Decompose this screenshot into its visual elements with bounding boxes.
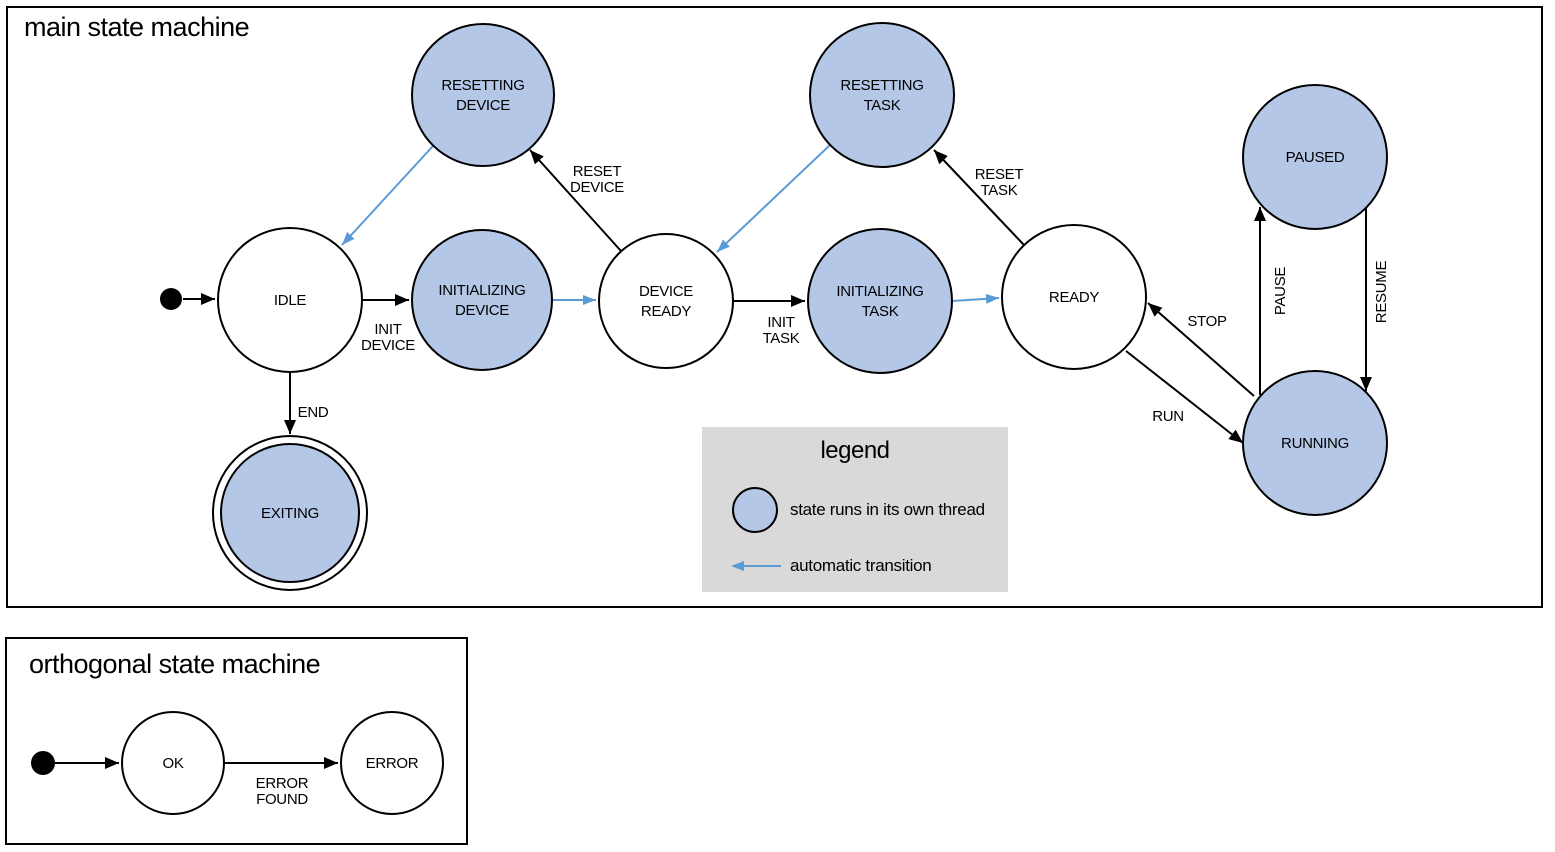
state-label-ready: READY xyxy=(1049,289,1099,306)
state-idle xyxy=(217,227,363,373)
state-label-idle: IDLE xyxy=(274,292,306,309)
legend-threaded-label: state runs in its own thread xyxy=(790,500,985,519)
initial-state-marker xyxy=(31,751,55,775)
transition-auto-idle xyxy=(341,145,434,246)
transition-label-pause: PAUSE xyxy=(1272,267,1289,316)
state-error xyxy=(340,711,444,815)
legend-panel: legend state runs in its own thread auto… xyxy=(702,427,1008,592)
state-ready xyxy=(1001,224,1147,370)
state-exiting xyxy=(220,443,360,583)
state-label-ok: OK xyxy=(162,755,183,772)
state-label-paused: PAUSED xyxy=(1286,149,1345,166)
state-initializing-task xyxy=(807,228,953,374)
transition-reset-task xyxy=(933,149,1025,246)
automatic-transition-arrow-icon xyxy=(731,561,781,571)
state-initializing-device xyxy=(411,229,553,371)
main-state-machine-title: main state machine xyxy=(24,12,250,42)
main-state-machine-panel xyxy=(6,6,1543,608)
transition-label-run: RUN xyxy=(1152,408,1184,425)
orthogonal-state-machine-panel xyxy=(5,637,468,845)
transition-auto-ready xyxy=(951,293,1000,304)
state-paused xyxy=(1242,84,1388,230)
legend-auto-label: automatic transition xyxy=(790,556,932,575)
transition-stop xyxy=(1147,302,1255,397)
state-resetting-device xyxy=(411,23,555,167)
transition-label-end: END xyxy=(298,404,329,421)
initial-state-marker xyxy=(160,288,182,310)
transition-run xyxy=(1125,350,1244,444)
threaded-state-icon xyxy=(732,487,778,533)
transition-label-stop: STOP xyxy=(1187,313,1227,330)
transition-auto-device-ready-2 xyxy=(716,144,831,253)
state-label-exiting: EXITING xyxy=(261,505,319,522)
state-label-running: RUNNING xyxy=(1281,435,1349,452)
state-ok xyxy=(121,711,225,815)
state-device-ready xyxy=(598,233,734,369)
transition-reset-device xyxy=(529,149,622,252)
state-resetting-task xyxy=(809,22,955,168)
orthogonal-state-machine-title: orthogonal state machine xyxy=(29,649,321,679)
transition-label-resume: RESUME xyxy=(1373,261,1390,324)
state-label-error: ERROR xyxy=(366,755,419,772)
state-running xyxy=(1242,370,1388,516)
legend-title: legend xyxy=(820,437,890,464)
